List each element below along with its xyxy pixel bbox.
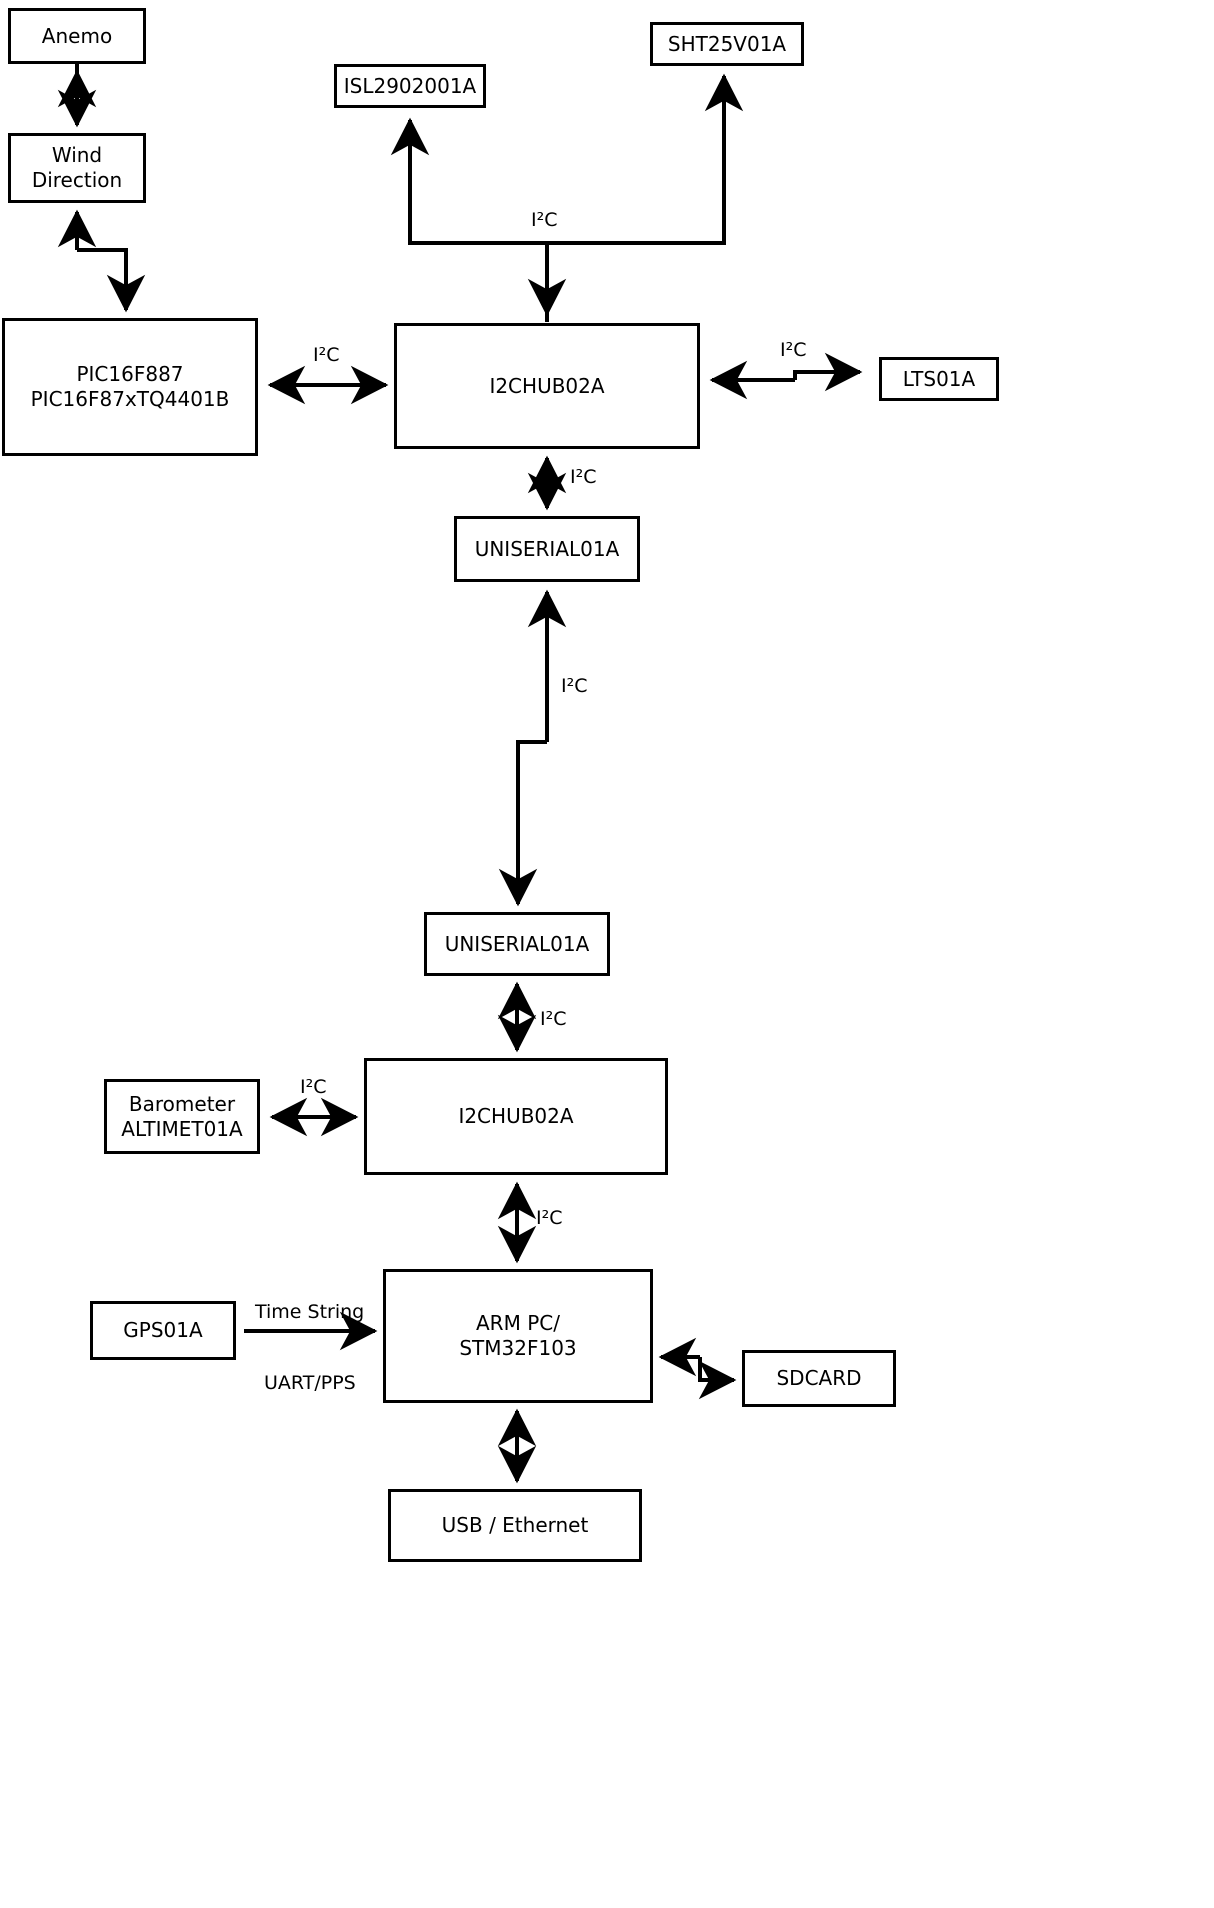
node-sdcard[interactable]: SDCARD xyxy=(742,1350,896,1407)
edge-label-i2c-uniserial-hub-bottom: I²C xyxy=(540,1008,567,1030)
wire-bus-to-isl xyxy=(390,117,547,245)
node-lts01a[interactable]: LTS01A xyxy=(879,357,999,401)
edge-label-i2c-top-bus: I²C xyxy=(531,209,558,231)
wire-bus-to-sht xyxy=(547,73,744,245)
node-usb-ethernet[interactable]: USB / Ethernet xyxy=(388,1489,642,1562)
node-arm-pc-stm32f103[interactable]: ARM PC/ STM32F103 xyxy=(383,1269,653,1403)
edge-label-i2c-barometer-hub: I²C xyxy=(300,1076,327,1098)
node-isl2902001a[interactable]: ISL2902001A xyxy=(334,64,486,108)
node-pic-microcontroller[interactable]: PIC16F887 PIC16F87xTQ4401B xyxy=(2,318,258,456)
wire-hubtop-to-lts xyxy=(793,352,863,392)
node-wind-direction[interactable]: Wind Direction xyxy=(8,133,146,203)
wire-elbow-winddirection-pic xyxy=(77,248,146,313)
node-i2chub02a-top[interactable]: I2CHUB02A xyxy=(394,323,700,449)
edge-label-i2c-hub-uniserial-upper: I²C xyxy=(570,466,597,488)
wire-arm-to-sdcard xyxy=(698,1357,737,1400)
node-uniserial01a-lower[interactable]: UNISERIAL01A xyxy=(424,912,610,976)
wire-uni1-to-uni2 xyxy=(498,740,547,907)
node-sht25v01a[interactable]: SHT25V01A xyxy=(650,22,804,66)
edge-label-i2c-hub-arm: I²C xyxy=(536,1207,563,1229)
edge-label-i2c-hub-lts: I²C xyxy=(780,339,807,361)
node-uniserial01a-upper[interactable]: UNISERIAL01A xyxy=(454,516,640,582)
edge-label-i2c-pic-hub: I²C xyxy=(313,344,340,366)
edge-label-time-string: Time String xyxy=(255,1301,365,1323)
edge-label-uart-pps: UART/PPS xyxy=(264,1372,356,1394)
node-gps01a[interactable]: GPS01A xyxy=(90,1301,236,1360)
edge-label-i2c-uniserial-link: I²C xyxy=(561,675,588,697)
node-anemo[interactable]: Anemo xyxy=(8,8,146,64)
node-i2chub02a-bottom[interactable]: I2CHUB02A xyxy=(364,1058,668,1175)
node-barometer-altimet01a[interactable]: Barometer ALTIMET01A xyxy=(104,1079,260,1154)
